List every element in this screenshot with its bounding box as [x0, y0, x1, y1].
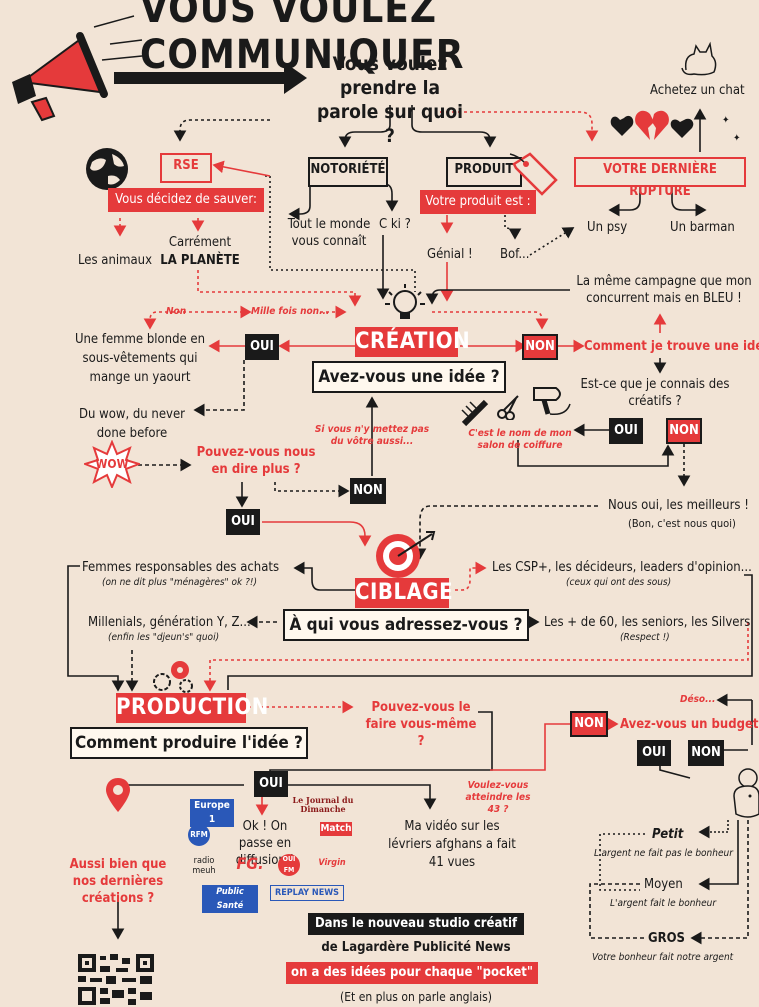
budget-oui-button[interactable]: OUI [637, 740, 671, 766]
footer-line-4: (Et en plus on parle anglais) [340, 990, 492, 1004]
rse-box[interactable]: RSE [160, 153, 212, 183]
price-tag-icon [509, 152, 558, 196]
video-option[interactable]: Ma vidéo sur les lévriers afghans a fait… [388, 819, 516, 870]
budget-question: Avez-vous un budget ? [620, 717, 759, 732]
creation-box[interactable]: CRÉATION [355, 327, 470, 357]
creatifs-non-button[interactable]: NON [666, 418, 702, 444]
rse-option-planet-2[interactable]: LA PLANÈTE [160, 253, 240, 268]
rse-option-animals[interactable]: Les animaux [78, 253, 153, 268]
ciblage-question[interactable]: À qui vous adressez-vous ? [283, 609, 529, 641]
footer-line-2: de Lagardère Publicité News [321, 940, 511, 955]
gears-icon [153, 661, 193, 693]
creatifs-oui-button[interactable]: OUI [609, 418, 643, 444]
produit-option-genial[interactable]: Génial ! [427, 247, 473, 262]
mille-fois-label: Mille fois non... [251, 306, 330, 317]
footer-line-3: on a des idées pour chaque "pocket" [286, 962, 538, 984]
ciblage-femmes[interactable]: Femmes responsables des achats [82, 560, 280, 575]
logo-replaynews: REPLAY NEWS [270, 885, 344, 901]
comb-icon [461, 399, 489, 427]
paw-icon: ✦ [722, 115, 730, 126]
notoriete-option-2[interactable]: C ki ? [379, 217, 411, 232]
megaphone-icon [12, 15, 307, 122]
petit-sub: L'argent ne fait pas le bonheur [594, 848, 733, 859]
notoriete-option-1[interactable]: Tout le monde vous connaît [287, 217, 371, 249]
on-passe: Ok ! On passe en diffusion ! [235, 819, 295, 868]
produit-option-bof[interactable]: Bof... [500, 247, 530, 262]
wow-badge-text: WOW [95, 457, 129, 471]
logo-rfm: RFM [188, 824, 210, 846]
creation-question[interactable]: Avez-vous une idée ? [312, 361, 506, 393]
petit-option[interactable]: Petit [652, 827, 684, 842]
footer-line-1: Dans le nouveau studio créatif [308, 913, 524, 935]
en-dire-plus: Pouvez-vous nous en dire plus ? [196, 445, 316, 477]
broken-heart-icon [610, 110, 694, 140]
ciblage-box[interactable]: CIBLAGE [355, 578, 453, 608]
logo-ouifm: OUI FM [278, 854, 300, 876]
cat-icon [681, 41, 717, 76]
ciblage-millenials-sub: (enfin les "djeun's" quoi) [108, 632, 220, 643]
rupture-option-barman[interactable]: Un barman [670, 220, 735, 235]
qr-code-icon [76, 952, 156, 1007]
salon-label: C'est le nom de mon salon de coiffure [468, 428, 572, 451]
atteindre-label: Voulez-vous atteindre les 43 ? [465, 780, 531, 815]
produit-prompt: Votre produit est : [420, 190, 536, 214]
hairdryer-icon [533, 387, 571, 416]
lightbulb-icon [385, 284, 425, 319]
connais-creatifs: Est-ce que je connais des créatifs ? [580, 377, 730, 409]
aussi-bien: Aussi bien que nos dernières créations ? [69, 857, 167, 906]
piggy-bank-icon [733, 768, 759, 818]
ciblage-csp-sub: (ceux qui ont des sous) [566, 577, 672, 588]
target-icon [376, 531, 436, 578]
main-question: Vous voulez prendre la parole sur quoi ? [316, 53, 464, 147]
non-label: Non [166, 306, 187, 317]
si-vous-label: Si vous n'y mettez pas du vôtre aussi... [314, 424, 430, 447]
ciblage-seniors[interactable]: Les + de 60, les seniors, les Silvers [544, 615, 751, 630]
ciblage-femmes-sub: (on ne dit plus "ménagères" ok ?!) [102, 577, 257, 588]
logo-jdd: Le Journal du Dimanche [292, 795, 354, 814]
logo-match: Match [320, 822, 352, 836]
dire-plus-oui-button[interactable]: OUI [226, 509, 260, 535]
rupture-option-psy[interactable]: Un psy [587, 220, 628, 235]
rupture-option-chat[interactable]: Achetez un chat [650, 83, 745, 98]
moyen-option[interactable]: Moyen [644, 877, 683, 892]
logo-radiomeuh: radio meuh [192, 856, 216, 876]
wow-badge-icon [84, 440, 140, 488]
vous-meme-non-button[interactable]: NON [570, 711, 608, 737]
nous-oui-sub: (Bon, c'est nous quoi) [628, 517, 736, 530]
paw-icon-2: ✦ [733, 133, 741, 144]
logo-virgin: Virgin [318, 858, 346, 868]
budget-non-button[interactable]: NON [688, 740, 724, 766]
production-box[interactable]: PRODUCTION [116, 693, 268, 723]
globe-icon [86, 148, 128, 190]
nous-oui: Nous oui, les meilleurs ! [608, 498, 749, 513]
trouve-idee: Comment je trouve une idée ? [584, 339, 759, 354]
creation-non-button[interactable]: NON [522, 334, 558, 360]
meme-campagne: La même campagne que mon concurrent mais… [576, 274, 752, 306]
produit-box[interactable]: PRODUIT [446, 157, 522, 187]
vous-meme: Pouvez-vous le faire vous-même ? [365, 700, 477, 749]
rse-option-planet-1[interactable]: Carrément [168, 235, 232, 250]
moyen-sub: L'argent fait le bonheur [610, 898, 717, 909]
rse-prompt: Vous décidez de sauver: [108, 188, 264, 212]
notoriete-box[interactable]: NOTORIÉTÉ [308, 157, 388, 187]
logo-publicsante: Public Santé [202, 885, 258, 913]
production-question[interactable]: Comment produire l'idée ? [70, 727, 308, 759]
logo-europe1: Europe 1 [190, 799, 234, 827]
location-pin-icon [106, 778, 130, 812]
wow-option[interactable]: Du wow, du never done before [79, 407, 185, 441]
rupture-box[interactable]: VOTRE DERNIÈRE RUPTURE [574, 157, 746, 199]
dire-plus-non-button[interactable]: NON [350, 478, 386, 504]
ciblage-csp[interactable]: Les CSP+, les décideurs, leaders d'opini… [492, 560, 752, 575]
production-oui-button[interactable]: OUI [254, 771, 288, 797]
ciblage-seniors-sub: (Respect !) [620, 632, 670, 643]
deso-label: Déso... [680, 694, 716, 705]
gros-sub: Votre bonheur fait notre argent [592, 952, 734, 963]
page-title: VOUS VOULEZ COMMUNIQUER [140, 0, 465, 78]
ciblage-millenials[interactable]: Millenials, génération Y, Z... [88, 615, 251, 630]
femme-blonde[interactable]: Une femme blonde en sous-vêtements qui m… [74, 332, 206, 385]
logo-fg: FG. [236, 854, 264, 873]
scissors-icon [497, 395, 519, 420]
creation-oui-button[interactable]: OUI [245, 334, 279, 360]
gros-option[interactable]: GROS [648, 931, 685, 946]
